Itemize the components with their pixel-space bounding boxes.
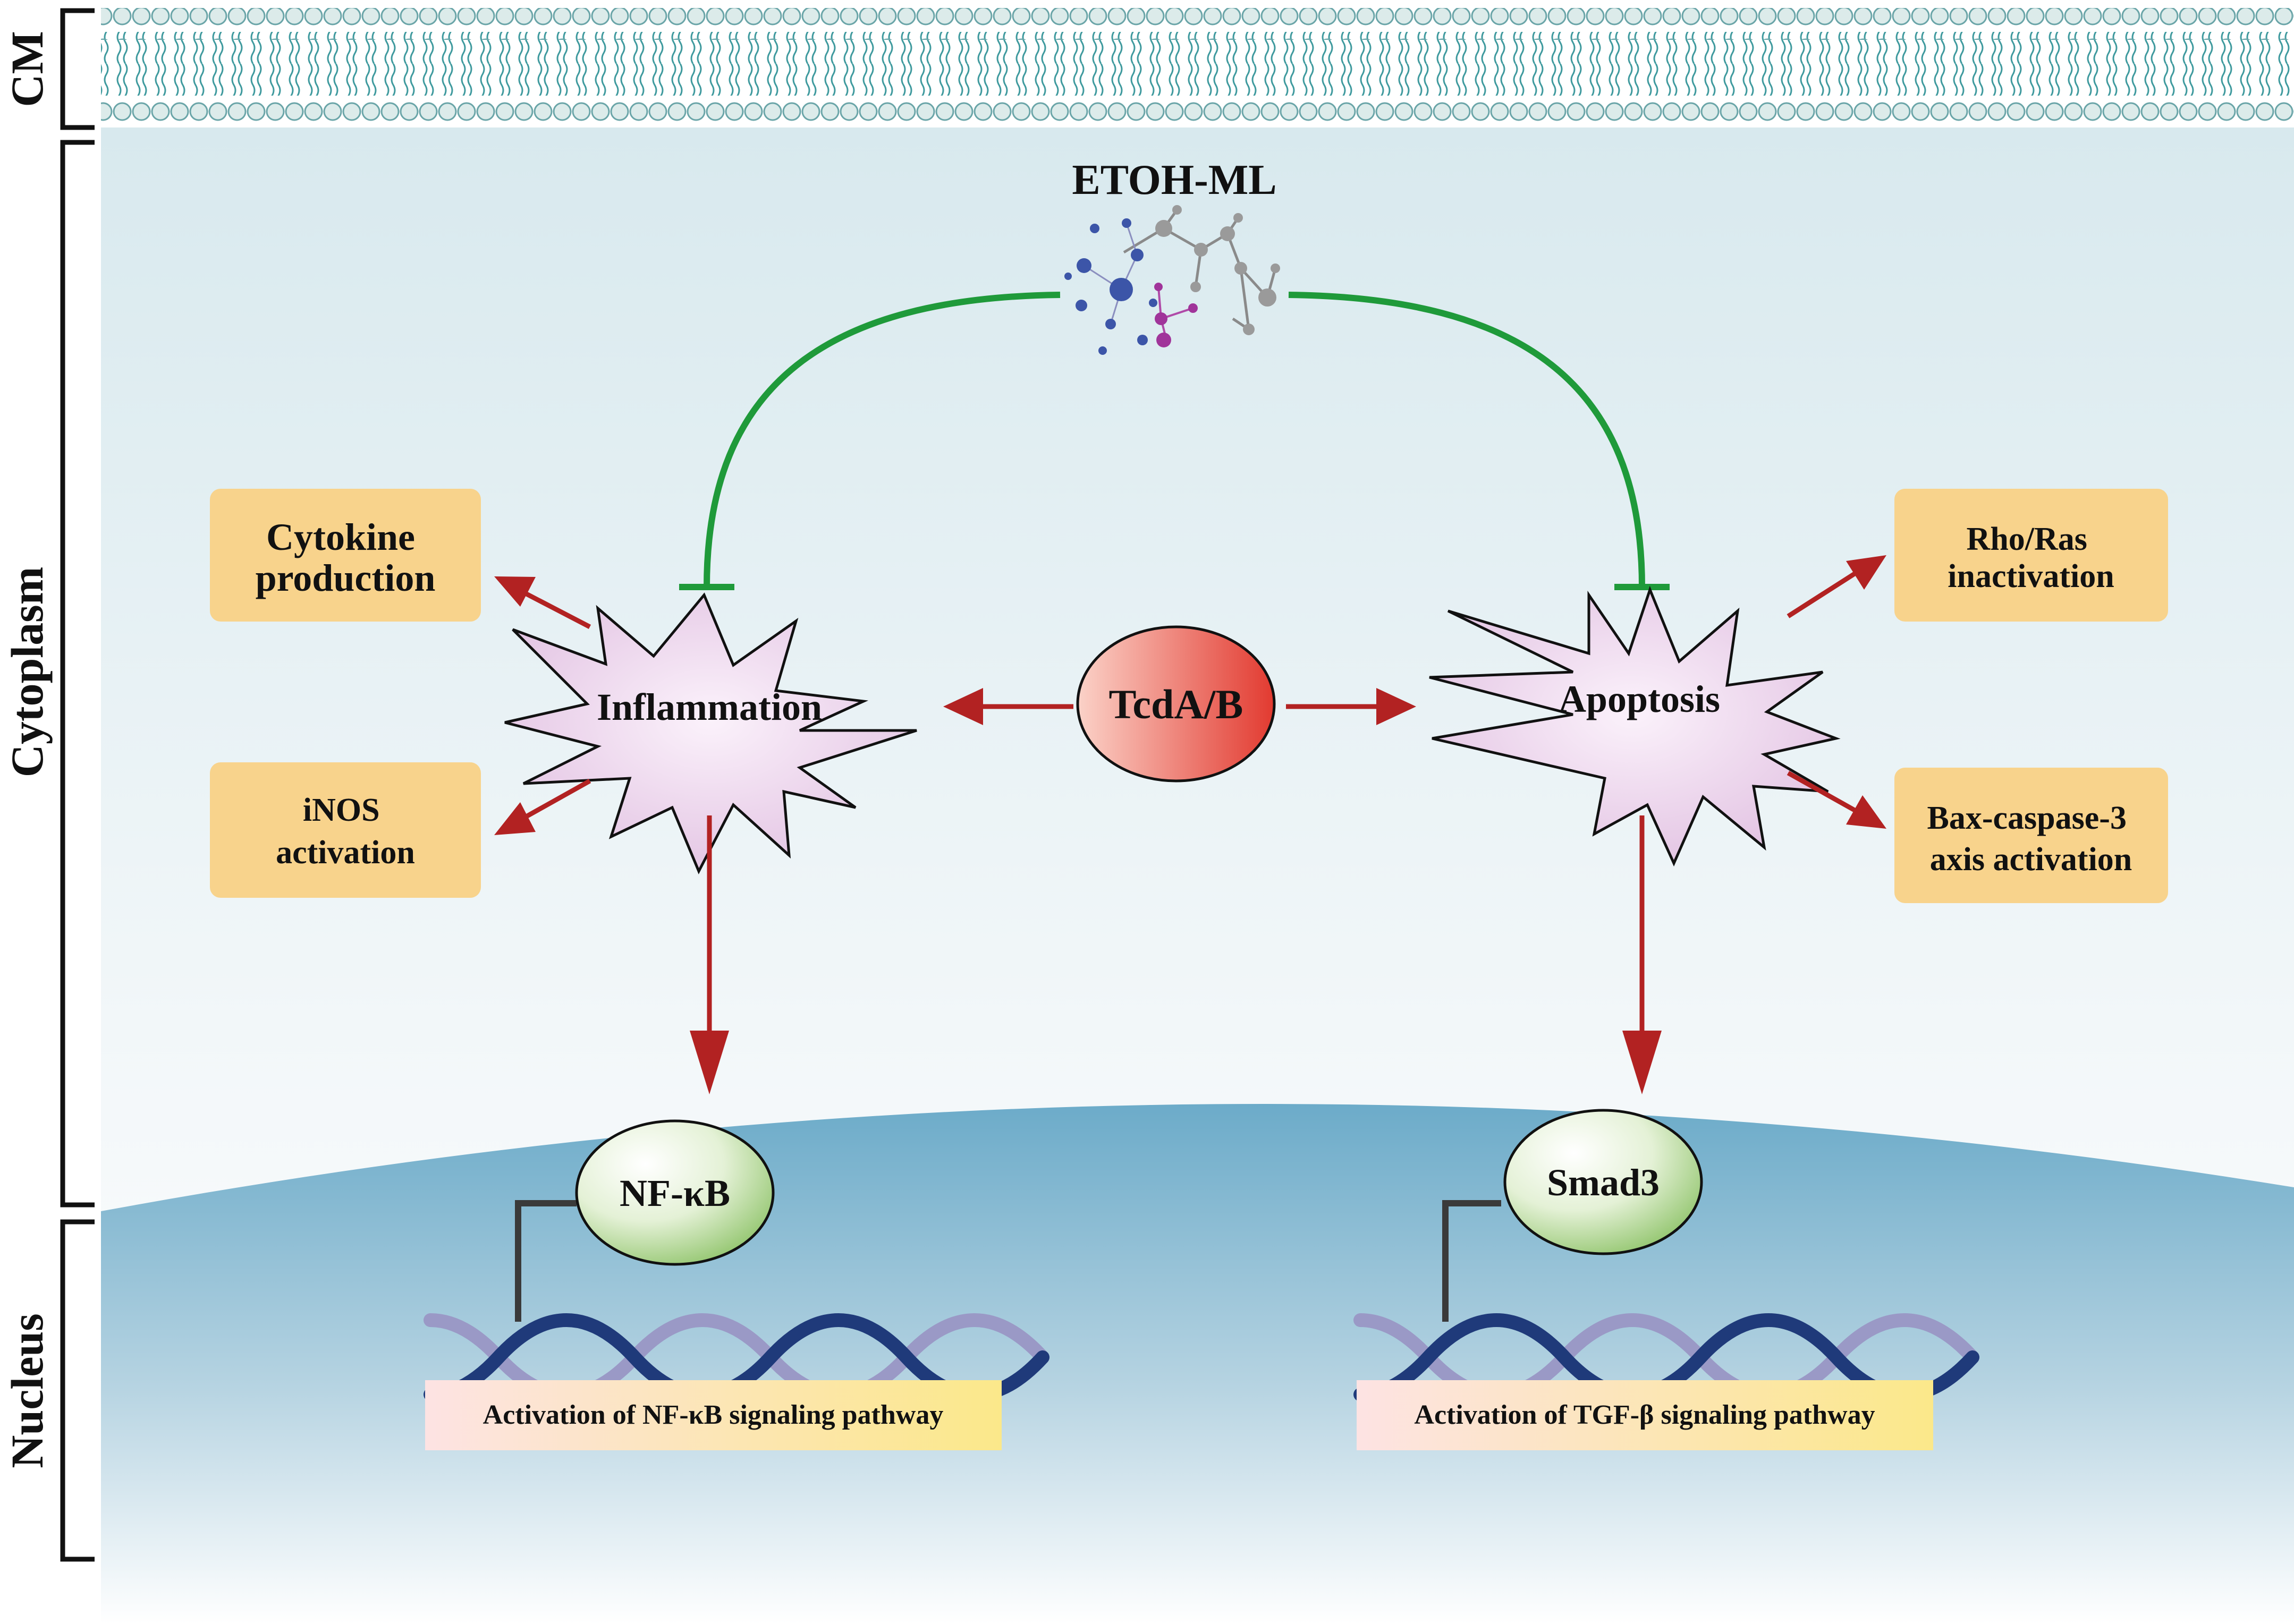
promoter-lines	[515, 1200, 1501, 1322]
inhibition-lines	[679, 292, 1670, 590]
nfkb-pathway-bar	[425, 1380, 1002, 1450]
apoptosis-starburst	[1429, 585, 1841, 867]
inos-box	[210, 762, 481, 898]
region-brackets	[60, 8, 95, 1562]
svg-text:Bax-caspase-3 axis activat: Bax-caspase-3 axis activation	[1927, 800, 2135, 878]
apoptosis-label: Apoptosis	[1559, 678, 1720, 720]
cytokine-label-2: production	[256, 557, 436, 599]
nfkb-label: NF-κB	[620, 1172, 730, 1214]
bax-box	[1894, 768, 2168, 903]
tgfb-pathway-bar	[1357, 1380, 1933, 1450]
smad3-label: Smad3	[1547, 1161, 1660, 1204]
svg-text:Rho/Ras inactivation: Rho/Ras inactivation	[1948, 521, 2114, 594]
bax-label-1: Bax-caspase-3	[1927, 800, 2127, 836]
nfkb-node	[575, 1119, 775, 1266]
molecule-icon	[1064, 205, 1280, 355]
nfkb-pathway-label: Activation of NF-κB signaling pathway	[483, 1400, 944, 1430]
compound-label: ETOH-ML	[1072, 157, 1276, 203]
svg-text:Cytokine production: Cytokine production	[256, 516, 436, 599]
inflammation-label: Inflammation	[597, 686, 822, 728]
inos-label-2: activation	[276, 835, 415, 871]
tcdab-node	[1076, 625, 1276, 783]
cytokine-box	[210, 489, 481, 622]
cell-membrane	[101, 8, 2294, 133]
smad3-node	[1503, 1109, 1703, 1255]
rho-label-2: inactivation	[1948, 558, 2114, 594]
activation-arrows	[494, 555, 1886, 1094]
inflammation-starburst	[504, 592, 917, 874]
cytoplasm-label: Cytoplasm	[2, 567, 53, 778]
svg-text:iNOS activation: iNOS activation	[276, 792, 415, 871]
cytokine-label-1: Cytokine	[266, 516, 415, 558]
tcdab-label: TcdA/B	[1109, 681, 1243, 727]
tgfb-pathway-label: Activation of TGF-β signaling pathway	[1414, 1400, 1875, 1430]
nucleus-label: Nucleus	[2, 1313, 53, 1468]
rho-box	[1894, 489, 2168, 622]
cm-label: CM	[2, 31, 53, 107]
rho-label-1: Rho/Ras	[1967, 521, 2087, 557]
bax-label-2: axis activation	[1930, 841, 2132, 878]
inos-label-1: iNOS	[303, 792, 380, 828]
